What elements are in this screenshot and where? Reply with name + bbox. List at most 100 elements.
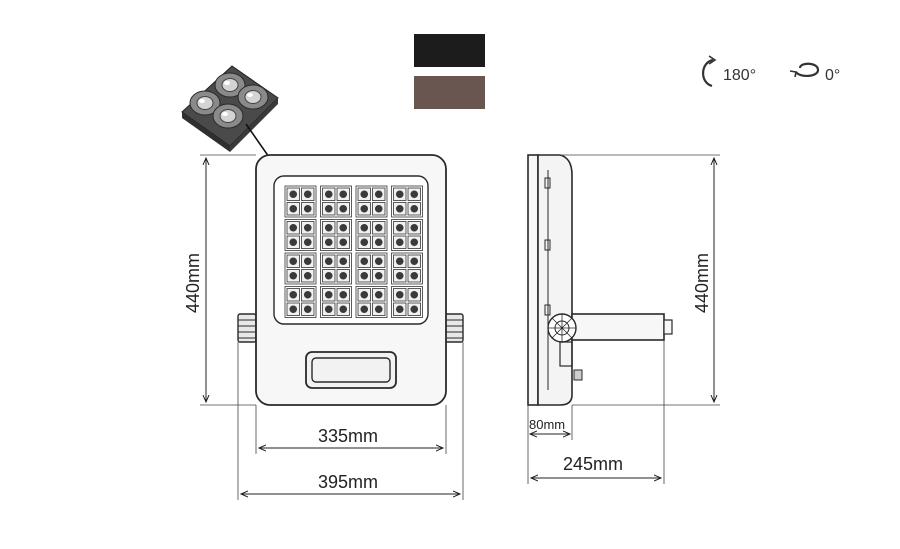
led xyxy=(374,238,383,247)
led xyxy=(303,238,312,247)
led xyxy=(303,223,312,232)
body-depth-dimension: 80mm xyxy=(527,405,573,484)
led xyxy=(360,204,369,213)
side-body-profile xyxy=(537,154,573,406)
total-depth-dimension: 245mm xyxy=(531,340,665,484)
led xyxy=(324,204,333,213)
swatch-black xyxy=(414,34,485,67)
rotate-arc-icon xyxy=(702,58,714,88)
led xyxy=(339,271,348,280)
led xyxy=(324,271,333,280)
led-group xyxy=(355,185,388,218)
led xyxy=(303,271,312,280)
side-view xyxy=(527,154,673,406)
led xyxy=(289,223,298,232)
led xyxy=(360,238,369,247)
side-front-plate xyxy=(527,154,539,406)
led xyxy=(410,305,419,314)
led-group xyxy=(284,185,317,218)
led-group xyxy=(355,219,388,251)
led xyxy=(410,204,419,213)
led xyxy=(289,204,298,213)
led xyxy=(374,290,383,299)
front-height-label: 440mm xyxy=(183,253,203,313)
led xyxy=(303,305,312,314)
led-group xyxy=(284,286,317,318)
led xyxy=(395,257,404,266)
led xyxy=(339,238,348,247)
led-group xyxy=(355,252,388,285)
led-lens-module-inset xyxy=(181,65,279,152)
led xyxy=(339,204,348,213)
led xyxy=(289,257,298,266)
led-group xyxy=(284,252,317,285)
led xyxy=(360,305,369,314)
led xyxy=(395,190,404,199)
led-group xyxy=(391,185,423,218)
led xyxy=(303,190,312,199)
led xyxy=(395,238,404,247)
led xyxy=(324,238,333,247)
led xyxy=(410,271,419,280)
led xyxy=(410,257,419,266)
led xyxy=(395,204,404,213)
handle-slot xyxy=(305,351,397,389)
side-bracket-arm xyxy=(571,313,665,341)
led xyxy=(395,305,404,314)
total-depth-label: 245mm xyxy=(563,454,623,474)
bracket-knob-right xyxy=(444,313,464,343)
led xyxy=(374,190,383,199)
bracket-width-label: 395mm xyxy=(318,472,378,492)
body-depth-label: 80mm xyxy=(529,417,565,432)
front-view xyxy=(237,154,464,406)
led xyxy=(339,190,348,199)
led xyxy=(410,290,419,299)
led xyxy=(360,290,369,299)
panel-width-dimension: 335mm xyxy=(255,405,447,454)
tilt-rotation-indicator: 180° xyxy=(702,55,756,88)
side-tilt-knob xyxy=(547,313,577,343)
led xyxy=(339,257,348,266)
led-group xyxy=(391,219,423,251)
led-group xyxy=(320,219,352,251)
led xyxy=(395,223,404,232)
led xyxy=(410,190,419,199)
led xyxy=(374,204,383,213)
led xyxy=(360,223,369,232)
led xyxy=(410,238,419,247)
led xyxy=(395,271,404,280)
led xyxy=(289,238,298,247)
led xyxy=(289,290,298,299)
led xyxy=(360,190,369,199)
led xyxy=(339,290,348,299)
swatch-bronze xyxy=(414,76,485,109)
led xyxy=(303,204,312,213)
spin-rotation-indicator: 0° xyxy=(789,62,840,84)
led xyxy=(360,257,369,266)
led xyxy=(303,290,312,299)
led xyxy=(374,257,383,266)
led-group xyxy=(391,286,423,318)
led-group xyxy=(320,286,352,318)
led xyxy=(374,305,383,314)
bracket-width-dimension: 395mm xyxy=(237,342,464,500)
led xyxy=(410,223,419,232)
led xyxy=(303,257,312,266)
led xyxy=(324,223,333,232)
bracket-knob-left xyxy=(237,313,257,343)
led-group xyxy=(391,252,423,285)
front-height-dimension: 440mm xyxy=(183,154,256,406)
led xyxy=(289,271,298,280)
led xyxy=(289,190,298,199)
module-lens xyxy=(237,84,269,110)
tilt-angle-label: 180° xyxy=(723,67,756,84)
led xyxy=(374,271,383,280)
spin-angle-label: 0° xyxy=(825,67,840,84)
led-grid xyxy=(284,185,423,318)
led xyxy=(339,223,348,232)
led-group xyxy=(320,252,352,285)
module-lens xyxy=(212,103,244,129)
module-lens xyxy=(189,90,221,116)
led xyxy=(289,305,298,314)
